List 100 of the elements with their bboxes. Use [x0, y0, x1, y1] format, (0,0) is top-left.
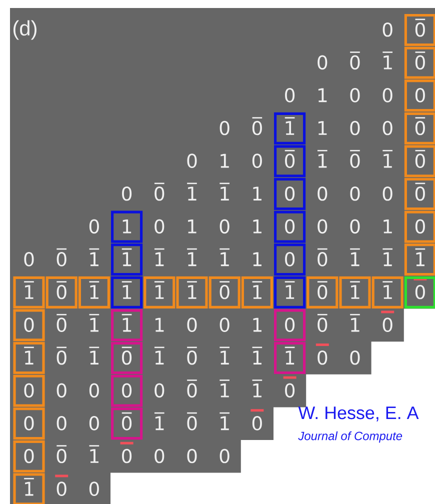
- boxed-digit: 0: [274, 210, 306, 243]
- digit: 1̅: [317, 150, 328, 168]
- digit: 1̅: [252, 380, 262, 398]
- boxed-digit: 0: [404, 210, 435, 243]
- digit: 0: [122, 448, 132, 464]
- digit: 0: [187, 448, 197, 464]
- boxed-digit: 0̅: [404, 14, 435, 46]
- boxed-digit: 0̅: [111, 408, 143, 440]
- boxed-digit: 0̅: [404, 178, 435, 210]
- digit: 0: [382, 120, 392, 136]
- digit: 1: [253, 220, 262, 234]
- digit: 1̅: [89, 346, 100, 364]
- digit: 0: [382, 186, 392, 201]
- boxed-digit: 0: [274, 178, 306, 210]
- digit: 0: [220, 318, 230, 332]
- digit: 0: [89, 383, 99, 398]
- digit: 0̅: [187, 346, 197, 365]
- digit: 0: [89, 482, 99, 496]
- digit: 1̅: [382, 52, 392, 70]
- digit: 0: [187, 154, 197, 168]
- digit: 0: [89, 416, 99, 430]
- digit: 0: [350, 350, 360, 365]
- boxed-digit: 0: [111, 374, 143, 407]
- digit: 0̅: [187, 380, 197, 398]
- digit: 1̅: [252, 346, 262, 364]
- digit: 0: [318, 55, 328, 70]
- digit: 1̅: [220, 248, 230, 266]
- digit: 0̅: [56, 346, 66, 365]
- boxed-digit: 0̅: [274, 145, 306, 178]
- digit: 1̅: [220, 346, 230, 364]
- digit: 0: [382, 22, 392, 37]
- digit: 0: [382, 88, 392, 102]
- boxed-digit: 0̅: [404, 145, 435, 178]
- digit: 1̅: [220, 412, 230, 430]
- panel-label: (d): [14, 20, 36, 40]
- boxed-digit: 0: [13, 440, 45, 472]
- boxed-digit: 0̅: [46, 276, 78, 308]
- boxed-digit: 1̅: [78, 276, 110, 308]
- boxed-digit: 1̅: [339, 276, 371, 308]
- digit: 1̅: [89, 314, 100, 332]
- boxed-digit: 0: [13, 408, 45, 440]
- boxed-digit: 0̅: [208, 276, 240, 308]
- digit: 0: [350, 120, 360, 136]
- digit: 0: [89, 219, 99, 234]
- digit: 0̅: [350, 52, 360, 70]
- boxed-digit: 1̅: [111, 244, 143, 276]
- digit: 0: [56, 383, 66, 398]
- boxed-digit: 0̅: [111, 342, 143, 374]
- digit: 1̅: [220, 182, 230, 200]
- digit: 0: [154, 219, 164, 234]
- digit: 1̅: [382, 150, 392, 168]
- digit: 1̅: [89, 445, 100, 463]
- digit: 0: [122, 186, 132, 201]
- boxed-digit: 1̅: [274, 342, 306, 374]
- digit: 0: [285, 88, 295, 102]
- boxed-digit: 1: [111, 210, 143, 243]
- digit: 1: [155, 318, 164, 332]
- boxed-digit: 1̅: [274, 112, 306, 144]
- boxed-digit: 1̅: [241, 276, 273, 308]
- digit: 1̅: [382, 248, 392, 266]
- digit: 0̅: [56, 248, 66, 266]
- digit: 0: [187, 318, 197, 332]
- digit: 0: [350, 88, 360, 102]
- digit: 1̅: [154, 248, 164, 266]
- boxed-digit: 1̅: [13, 342, 45, 374]
- digit: 0̅: [154, 182, 164, 201]
- digit: 1̅: [187, 248, 197, 266]
- boxed-digit: 1̅: [111, 309, 143, 342]
- digit: 0: [252, 416, 262, 430]
- digit: 0: [382, 318, 392, 332]
- boxed-digit: 0̅: [404, 112, 435, 144]
- digit: 1: [253, 318, 262, 332]
- digit: 0̅: [56, 314, 66, 332]
- boxed-digit: 1̅: [274, 276, 306, 308]
- digit: 1̅: [154, 346, 164, 364]
- digit: 0: [24, 252, 34, 266]
- digit: 0: [252, 154, 262, 168]
- boxed-digit: 0: [274, 244, 306, 276]
- digit: 1̅: [350, 314, 360, 332]
- boxed-digit: 0: [274, 309, 306, 342]
- digit: 1: [220, 154, 229, 168]
- citation-text: W. Hesse, E. A: [298, 406, 419, 422]
- digit: 0̅: [317, 248, 328, 266]
- digit: 0: [350, 186, 360, 201]
- boxed-digit: 1̅: [111, 276, 143, 308]
- digit: 0: [318, 219, 328, 234]
- citation-text: Journal of Compute: [298, 431, 402, 443]
- digit: 1̅: [89, 248, 100, 266]
- digit: 1: [384, 220, 392, 234]
- digit: 0: [318, 350, 328, 365]
- digit: 0: [154, 448, 164, 464]
- digit: 0: [154, 383, 164, 398]
- boxed-digit: 1̅: [13, 276, 45, 308]
- boxed-digit: 1̅: [144, 276, 176, 308]
- digit: 1̅: [154, 412, 164, 430]
- digit: 0: [220, 448, 230, 464]
- digit: 1: [253, 252, 262, 266]
- digit: 0̅: [56, 445, 66, 464]
- digit: 1̅: [187, 182, 197, 200]
- digit: 0: [56, 416, 66, 430]
